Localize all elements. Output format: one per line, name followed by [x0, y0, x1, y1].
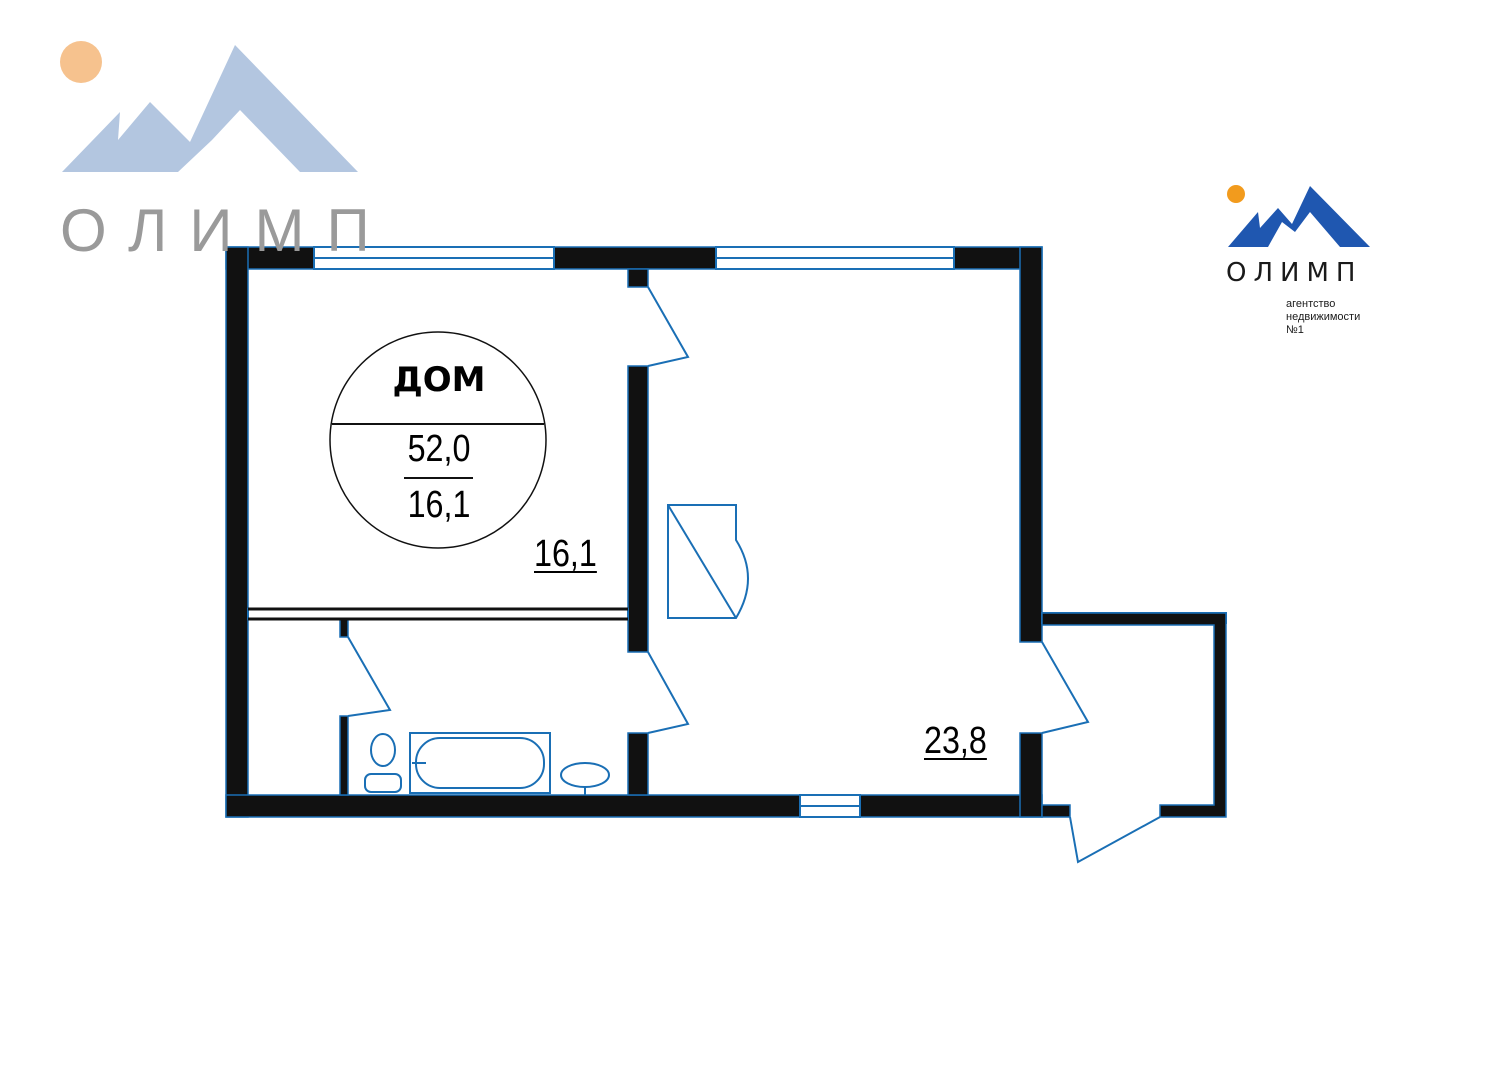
wall-right-upper	[1019, 246, 1043, 643]
brand-subtitle-line2: недвижимости	[1286, 311, 1361, 323]
door-balcony	[1041, 641, 1090, 734]
wall-bath-stub-bottom	[339, 715, 349, 796]
watermark-logo	[60, 41, 358, 172]
door-bathroom	[647, 651, 690, 734]
room-area-living-room: 23,8	[924, 720, 987, 762]
apartment-badge	[329, 331, 547, 549]
brand-logo-subtitle: агентство недвижимости №1	[1286, 298, 1406, 337]
wall-bath-stub-top	[339, 618, 349, 638]
badge-total-area: 52,0	[407, 428, 471, 470]
wall-bottom-left	[225, 794, 801, 818]
wall-right-lower	[1019, 732, 1043, 818]
brand-sun-icon	[1227, 185, 1245, 203]
brand-logo-name: ОЛИМП	[1226, 258, 1363, 288]
wardrobe-symbol	[667, 504, 749, 619]
door-bedroom	[647, 286, 690, 367]
brand-mountains-icon	[1228, 186, 1370, 247]
wall-center-bottom	[627, 732, 649, 796]
door-toilet	[347, 636, 392, 717]
sink-icon	[560, 762, 610, 795]
windows	[313, 246, 955, 818]
watermark-logo-text: ОЛИМП	[60, 197, 392, 264]
walls	[225, 246, 1043, 818]
wall-center-top	[627, 268, 649, 288]
brand-subtitle-line1: агентство	[1286, 298, 1336, 310]
bathroom-fixtures	[364, 732, 610, 795]
wall-center-middle	[627, 365, 649, 653]
watermark-mountains-icon	[62, 45, 358, 172]
door-balcony-outer	[1069, 816, 1161, 864]
wall-top-middle	[553, 246, 717, 270]
balcony	[1041, 612, 1227, 818]
room-area-bedroom: 16,1	[534, 533, 597, 575]
doors	[347, 286, 1161, 864]
brand-subtitle-line3: №1	[1286, 324, 1304, 336]
bathtub-icon	[409, 732, 551, 794]
wall-bottom-right	[859, 794, 1043, 818]
watermark-sun-icon	[60, 41, 102, 83]
toilet-icon	[364, 733, 402, 793]
badge-living-area: 16,1	[407, 484, 471, 526]
brand-logo	[1227, 185, 1370, 247]
wall-left	[225, 246, 249, 818]
badge-title: ДОМ	[392, 360, 486, 400]
